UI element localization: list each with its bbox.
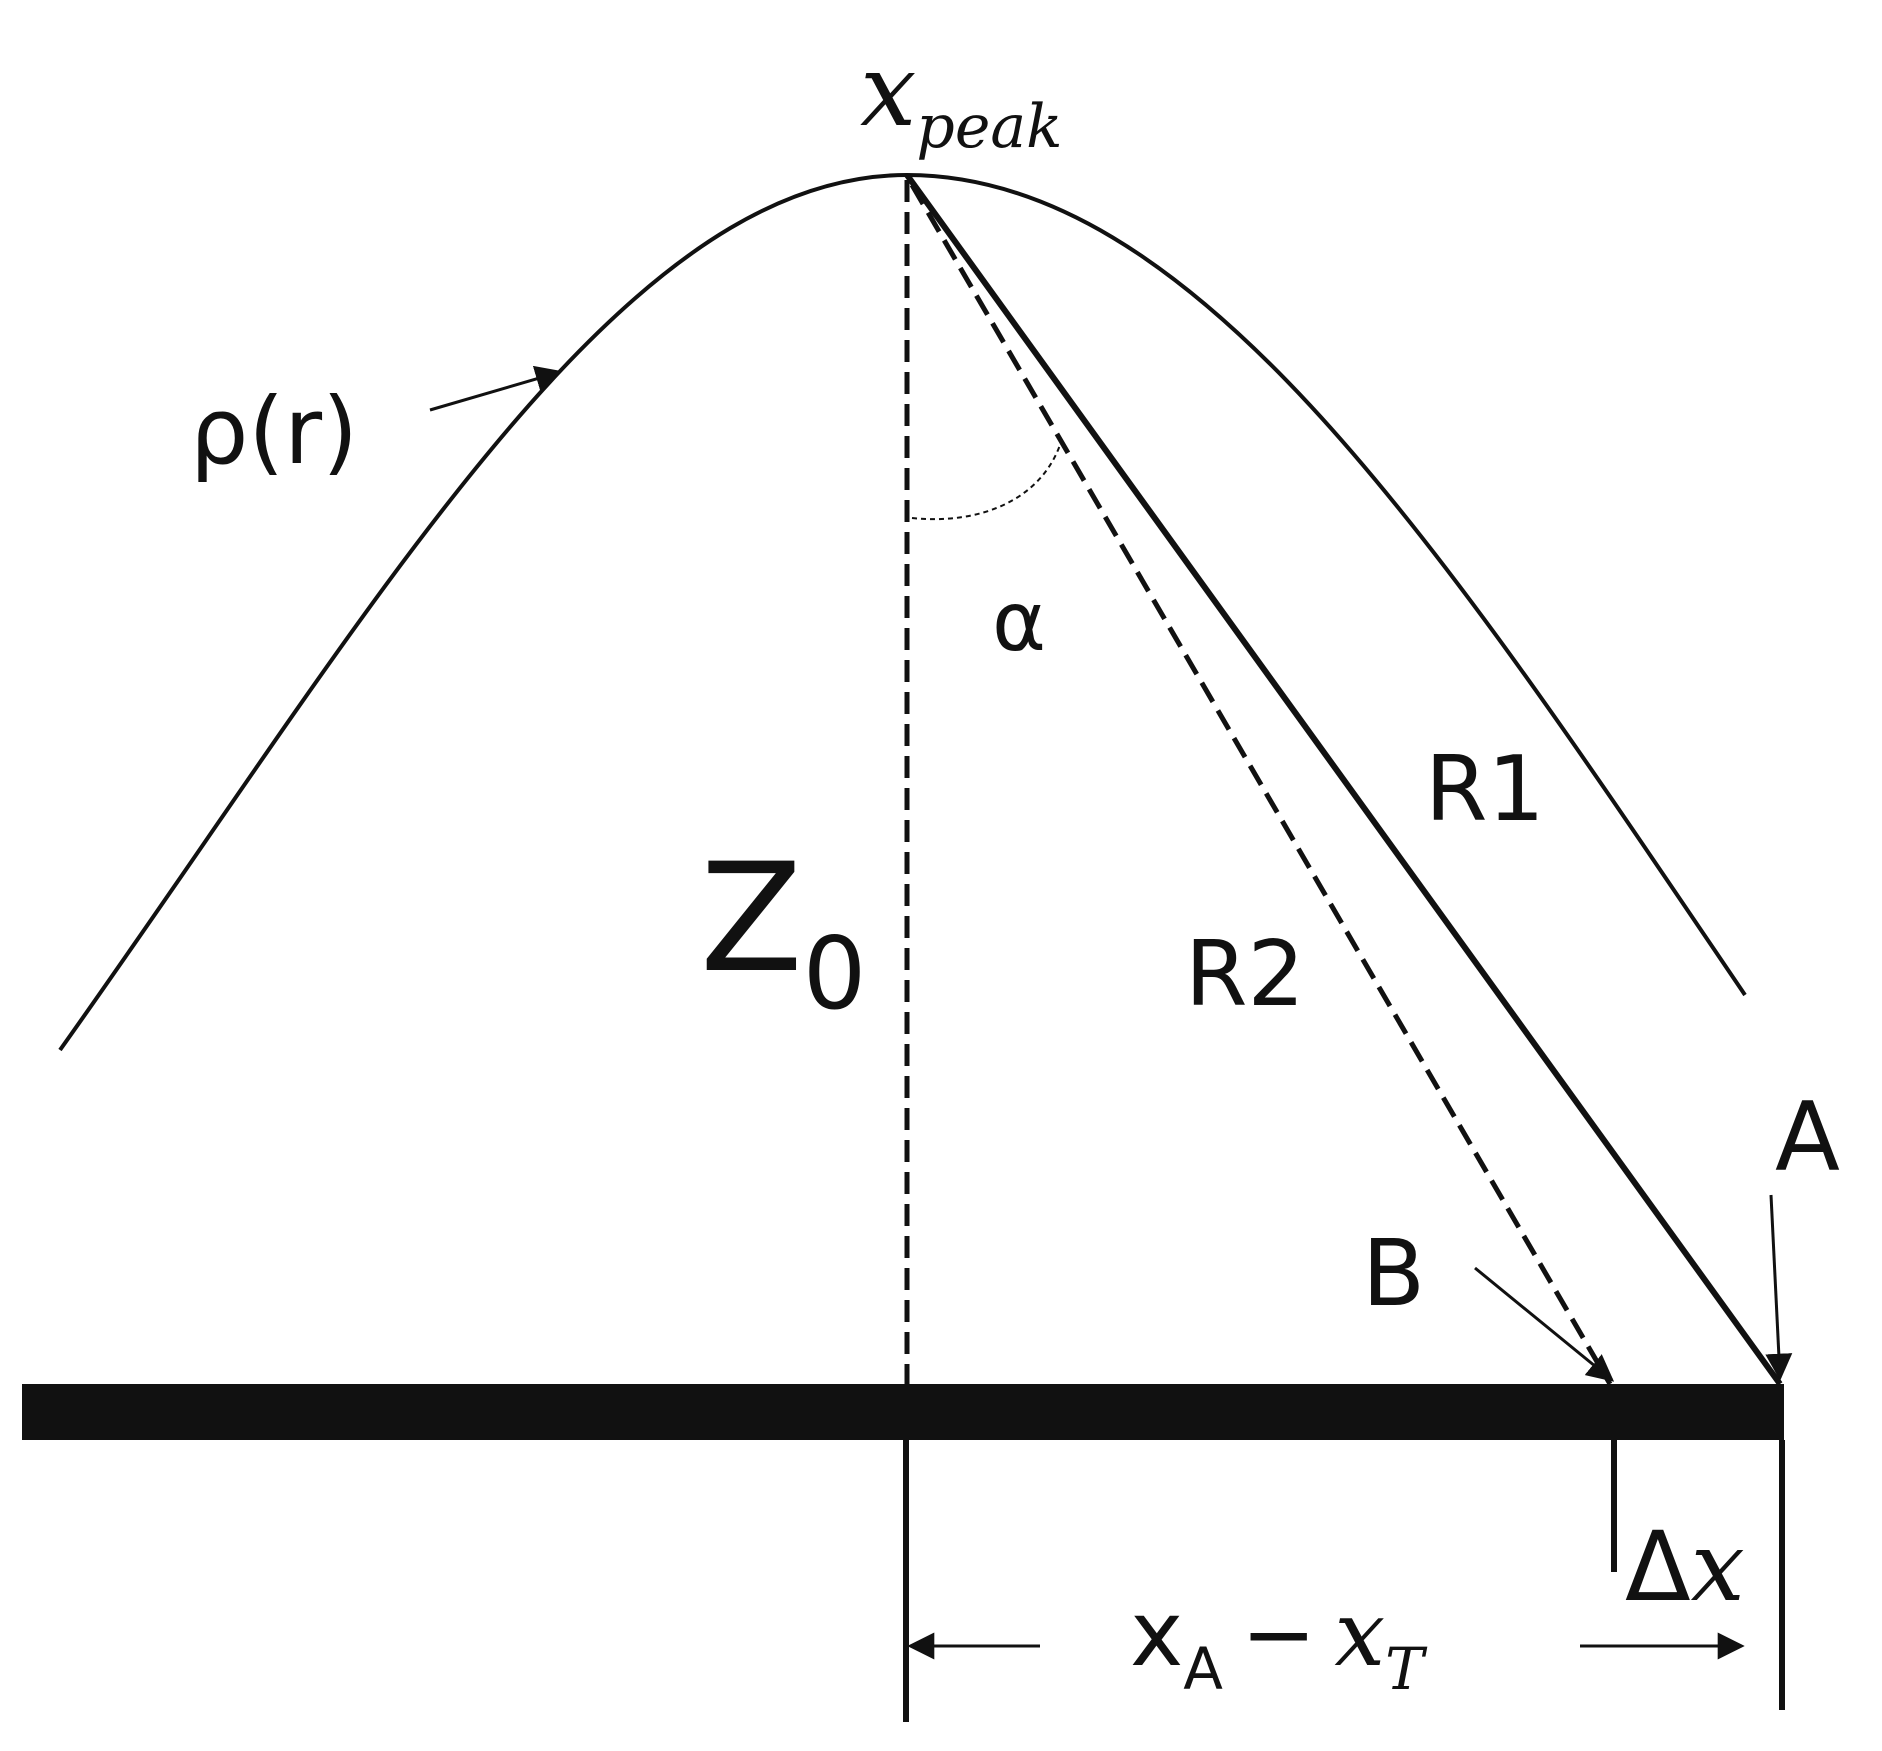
alpha-arc — [911, 444, 1061, 521]
z0-label: Z0 — [700, 832, 866, 1032]
r1-line — [904, 173, 1783, 1386]
ground-bar — [22, 1384, 1784, 1440]
point-b-label: B — [1362, 1220, 1425, 1327]
r2-label: R2 — [1185, 922, 1305, 1027]
alpha-label: α — [992, 575, 1046, 670]
density-curve — [58, 172, 1747, 1052]
point-a-label: A — [1775, 1083, 1840, 1193]
peak-label: xpeak — [860, 32, 1062, 162]
delta-x-label: Δx — [1625, 1511, 1745, 1623]
r2-dashed-line — [909, 183, 1613, 1386]
density-label: ρ(r) — [190, 378, 358, 485]
point-a-arrow — [1765, 1194, 1793, 1381]
point-b-arrow — [1474, 1266, 1615, 1382]
density-pointer-arrow — [429, 365, 563, 412]
r1-label: R1 — [1425, 737, 1545, 842]
distance-label: xA−xT — [1130, 1582, 1428, 1703]
